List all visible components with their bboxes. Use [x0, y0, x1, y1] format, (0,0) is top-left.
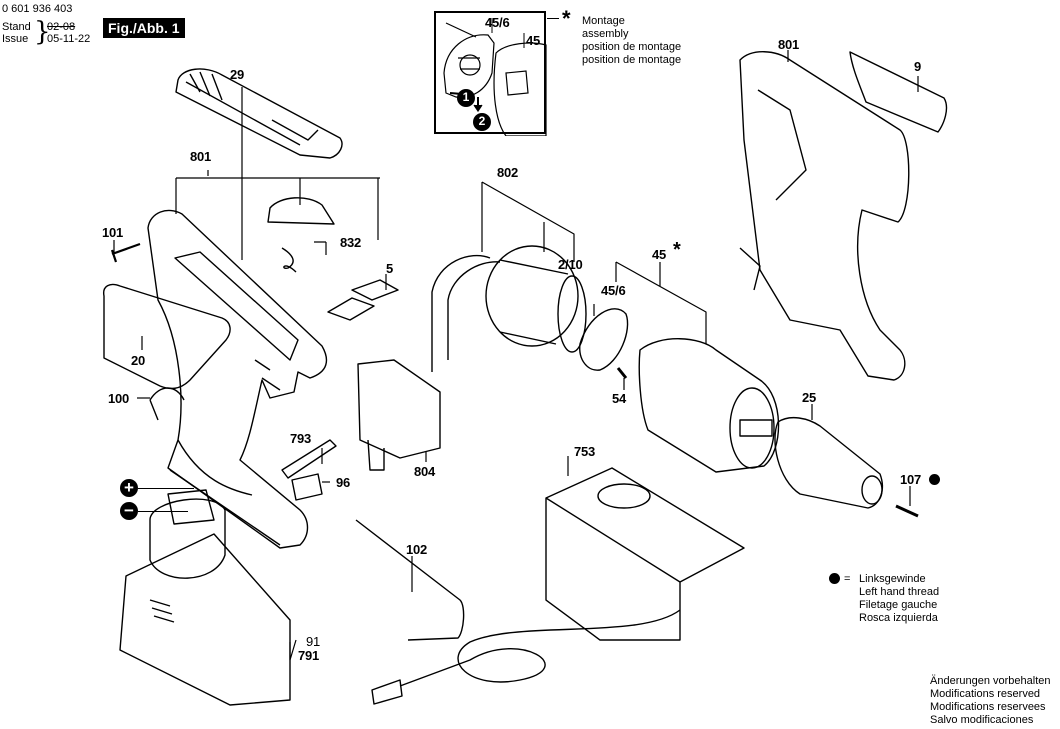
part-96-holder: [291, 473, 323, 501]
inset-label-45: 45: [526, 33, 541, 48]
issue-label: Issue: [2, 33, 29, 45]
label-107: 107: [900, 472, 922, 487]
label-45-star-icon: *: [673, 239, 681, 261]
plus-terminal-icon: +: [120, 479, 138, 497]
inset-label-45-6: 45/6: [485, 15, 510, 30]
label-102: 102: [406, 542, 428, 557]
label-101: 101: [102, 225, 124, 240]
assembly-inset: [434, 11, 547, 137]
plus-leader: [138, 488, 194, 489]
part-29-cover: [175, 68, 343, 159]
brace-icon: }: [34, 17, 51, 47]
part-45-gearbox: [638, 338, 780, 473]
part-54-screw: [616, 367, 628, 379]
part-number: 0 601 936 403: [2, 3, 73, 15]
label-753: 753: [574, 444, 596, 459]
label-100: 100: [108, 391, 130, 406]
leader-lines: [113, 50, 919, 661]
inset-leader: [547, 18, 559, 19]
label-802: 802: [497, 165, 519, 180]
footer-line-en: Modifications reserved: [930, 688, 1041, 700]
left-hand-thread-bullet-icon: [929, 474, 940, 485]
inset-note-es: position de montage: [582, 54, 682, 66]
label-9: 9: [914, 59, 922, 74]
footer-line-es: Salvo modificaciones: [930, 714, 1034, 726]
figure-badge: Fig./Abb. 1: [103, 18, 185, 38]
part-20-label: [103, 283, 231, 390]
shaft-line: [445, 22, 477, 38]
footer-line-de: Änderungen vorbehalten: [930, 675, 1051, 687]
label-791: 791: [298, 648, 320, 663]
stand-value: 02-08: [47, 21, 76, 33]
part-793-bit: [281, 439, 337, 479]
label-20: 20: [131, 353, 146, 368]
minus-leader: [138, 511, 188, 512]
part-102-hook: [355, 519, 465, 641]
label-91: 91: [306, 634, 321, 649]
legend-equals: =: [844, 573, 851, 585]
label-804: 804: [414, 464, 436, 479]
star-icon: *: [562, 6, 571, 31]
label-96: 96: [336, 475, 351, 490]
label-45-6: 45/6: [601, 283, 626, 298]
label-2-10: 2/10: [558, 257, 583, 272]
minus-terminal-icon: −: [120, 502, 138, 520]
label-5: 5: [386, 261, 394, 276]
part-101-screw: [110, 242, 141, 263]
part-802-motor: [431, 245, 587, 372]
part-25-chuck: [774, 416, 884, 509]
issue-value: 05-11-22: [47, 33, 91, 45]
step-2-badge: 2: [473, 113, 491, 131]
part-801-left-housing: [147, 209, 328, 549]
part-45-6-plate: [579, 308, 629, 371]
label-29: 29: [230, 67, 245, 82]
part-9-label: [849, 51, 948, 133]
legend-bullet-icon: [829, 573, 840, 584]
inset-note-fr: position de montage: [582, 41, 682, 53]
part-107-screw: [895, 504, 919, 518]
label-25: 25: [802, 390, 817, 405]
part-804-switch: [357, 359, 441, 471]
part-832-clip: [267, 197, 335, 225]
footer-line-fr: Modifications reservees: [930, 701, 1046, 713]
legend-line-de: Linksgewinde: [859, 573, 926, 585]
legend-line-es: Rosca izquierda: [859, 612, 938, 624]
inset-note-de: Montage: [582, 15, 625, 27]
step-1-badge: 1: [457, 89, 475, 107]
label-832: 832: [340, 235, 362, 250]
part-753-charger: [371, 467, 745, 705]
legend-line-fr: Filetage gauche: [859, 599, 938, 611]
part-832-spring: [281, 247, 297, 273]
label-801-right: 801: [778, 37, 800, 52]
label-45: 45: [652, 247, 667, 262]
part-5-slide: [327, 279, 399, 321]
legend-line-en: Left hand thread: [859, 586, 940, 598]
label-793: 793: [290, 431, 312, 446]
battery-pack: [119, 489, 291, 706]
label-801-left: 801: [190, 149, 212, 164]
label-54: 54: [612, 391, 627, 406]
inset-note-en: assembly: [582, 28, 629, 40]
part-801-right-housing: [739, 51, 910, 381]
stand-label: Stand: [2, 21, 31, 33]
part-100-spring: [149, 387, 185, 421]
